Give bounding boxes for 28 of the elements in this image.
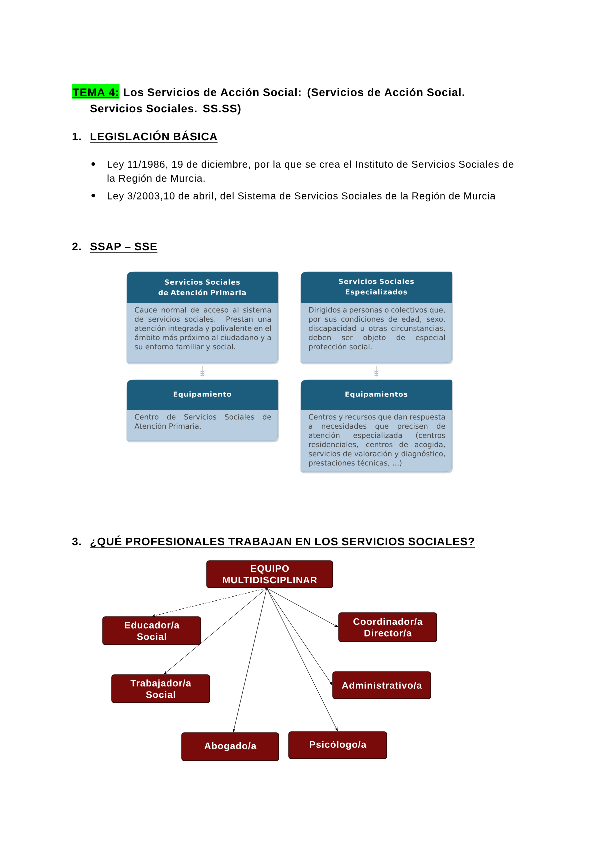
section-number: 2. <box>72 242 82 250</box>
arrow <box>266 588 332 686</box>
role-box: Abogado/a <box>182 732 280 762</box>
role-box: Coordinador/a Director/a <box>338 612 438 642</box>
role-box: Trabajador/a Social <box>112 674 210 704</box>
section-number: 3. <box>72 538 82 546</box>
info-card <box>126 380 280 443</box>
arrow <box>152 588 268 618</box>
arrow <box>266 588 338 732</box>
title: TEMA 4: Los Servicios de Acción Social: (Servicios de Acción Social. Servicios Sociales. SS.SS) <box>72 84 464 115</box>
info-card <box>300 272 454 365</box>
chevron-arrow <box>200 366 206 377</box>
team-box: EQUIPO MULTIDISCIPLINAR <box>206 560 334 588</box>
bullet-text: Ley 3/2003,10 de abril, del Sistema de Servicios Sociales de la Región de Murcia <box>108 192 496 202</box>
arrow <box>164 588 268 674</box>
bullet-text: Ley 11/1986, 19 de diciembre, por la que se crea el Instituto de Servicios Sociales de la Región de Murcia. <box>108 160 514 184</box>
section-number: 1. <box>72 132 82 140</box>
arrow <box>266 588 338 628</box>
role-box: Administrativo/a <box>332 672 432 700</box>
role-box: Educador/a Social <box>102 616 202 646</box>
chevron-arrow <box>374 366 380 377</box>
section-heading: LEGISLACIÓN BÁSICA <box>90 130 218 143</box>
info-card <box>300 380 454 474</box>
section-heading: ¿QUÉ PROFESIONALES TRABAJAN EN LOS SERVICIOS SOCIALES? <box>90 536 476 548</box>
info-card <box>126 272 280 365</box>
arrow <box>233 588 268 732</box>
role-box: Psicólogo/a <box>288 732 388 760</box>
section-heading: SSAP – SSE <box>90 242 158 253</box>
